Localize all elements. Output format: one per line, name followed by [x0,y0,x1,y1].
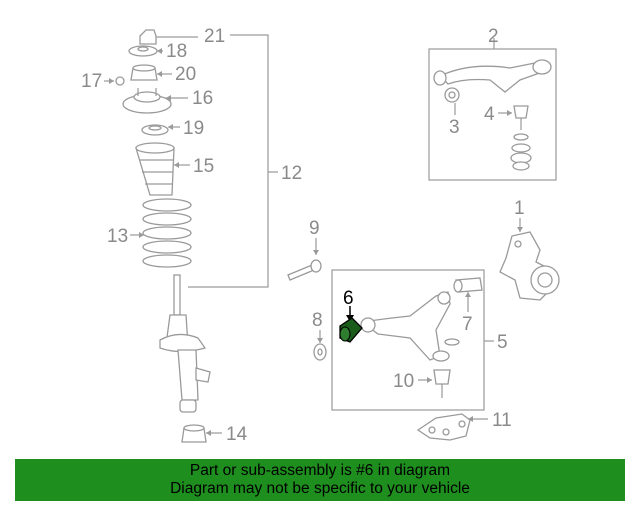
info-banner: Part or sub-assembly is #6 in diagram Di… [15,459,625,501]
callout-3: 3 [449,117,460,138]
part-20-bushing [130,64,172,81]
part-11-bracket [416,413,488,441]
part-21-nut [139,29,198,45]
group-box-2 [428,48,557,181]
callout-16: 16 [192,88,213,109]
callout-2: 2 [488,26,499,47]
part-17-nut [104,76,125,86]
callout-12: 12 [281,163,302,184]
part-15-boot [135,142,190,196]
callout-19: 19 [183,118,204,139]
part-7-bushing [444,277,483,346]
bracket-12 [188,34,278,288]
callout-14: 14 [226,424,248,445]
callout-15: 15 [193,156,214,177]
callout-11: 11 [492,410,512,431]
part-16-mount [122,88,188,114]
part-18-washer [128,45,163,57]
callout-4: 4 [484,104,495,125]
callout-8: 8 [312,310,323,331]
callout-13: 13 [107,226,128,247]
part-5-lower-arm [360,291,451,362]
group-box-5 [331,269,485,411]
part-19-seat [141,124,180,136]
part-10-ball-joint [418,369,451,398]
callout-18: 18 [166,41,187,62]
part-1-knuckle [499,218,560,301]
part-4-ball-joint [498,105,532,171]
part-13-spring [130,198,192,268]
banner-line-2: Diagram may not be specific to your vehi… [170,480,470,497]
part-2-upper-arm [433,59,552,115]
callout-10: 10 [393,371,414,392]
callout-9: 9 [309,218,320,239]
part-6-bushing-highlighted [339,306,363,343]
parts-diagram: 21 18 17 20 16 19 15 12 13 14 2 3 4 1 9 … [81,26,560,445]
callout-20: 20 [175,64,196,85]
callout-17: 17 [81,71,102,92]
part-14-bushing [181,424,222,443]
callout-6-highlighted: 6 [343,288,354,309]
strut-shock [159,274,211,413]
callout-5: 5 [497,332,508,353]
banner-line-1: Part or sub-assembly is #6 in diagram [189,462,451,479]
part-8-bushing [313,330,327,361]
callout-21: 21 [204,26,225,47]
callout-7: 7 [462,314,473,335]
part-9-bolt [287,238,322,281]
callout-1: 1 [514,198,525,219]
